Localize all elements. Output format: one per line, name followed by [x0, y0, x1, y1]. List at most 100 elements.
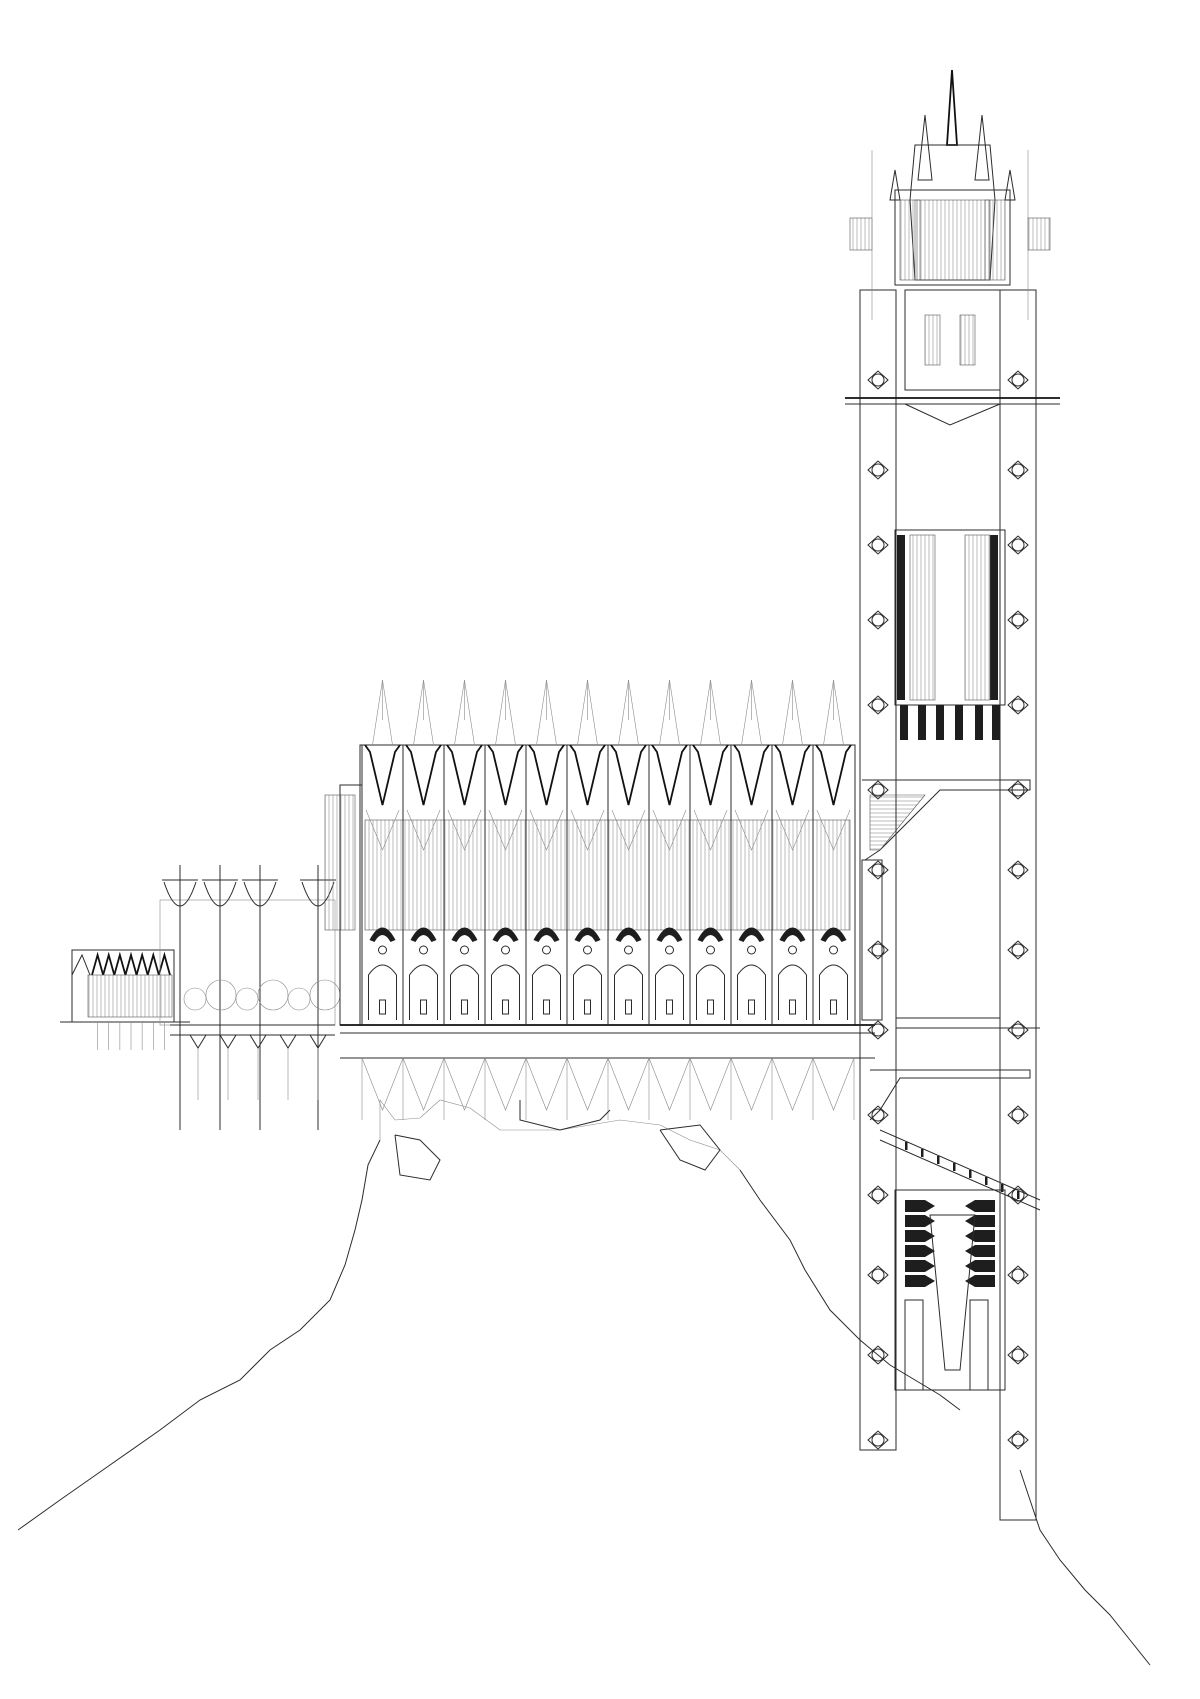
pylon-node-brace [1007, 780, 1029, 800]
undercroft-strut [443, 1057, 486, 1111]
pylon-node [1011, 1108, 1025, 1122]
chapel-gable [113, 951, 127, 976]
garden-tree [309, 979, 341, 1011]
pylon-node-brace [867, 610, 889, 630]
person-figure [937, 1156, 940, 1164]
undercroft-strut [361, 1057, 404, 1111]
pylon-node [871, 1268, 885, 1282]
pylon-node-brace [867, 940, 889, 960]
undercroft-strut [607, 1057, 650, 1111]
pylon-node [1011, 613, 1025, 627]
stacked-module [965, 1245, 995, 1257]
pylon-node-brace [867, 535, 889, 555]
undercroft-strut [525, 1057, 568, 1111]
undercroft-strut [648, 1057, 691, 1111]
pylon-node-brace [867, 780, 889, 800]
pylon-node-brace [1007, 460, 1029, 480]
garden-bracket [249, 1034, 267, 1049]
nave-bay [730, 679, 770, 1025]
pylon-node [1011, 943, 1025, 957]
person-figure [985, 1177, 988, 1185]
pylon-node-brace [1007, 860, 1029, 880]
pylon-node [871, 698, 885, 712]
nave-bay [689, 679, 729, 1025]
pylon-node-brace [1007, 1020, 1029, 1040]
shaft-car [955, 705, 963, 740]
nave-bay [402, 679, 442, 1025]
chapel-gable [124, 951, 138, 976]
chapel-gable [146, 951, 160, 976]
stacked-module [905, 1275, 935, 1287]
pylon-node-brace [867, 1105, 889, 1125]
undercroft-strut [730, 1057, 773, 1111]
mast-sail [203, 881, 237, 907]
garden-terrace [159, 865, 341, 1130]
pylon-node [1011, 1188, 1025, 1202]
pylon-node [871, 1023, 885, 1037]
garden-tree [257, 979, 289, 1011]
main-nave [324, 679, 875, 1181]
pylon-node [871, 463, 885, 477]
pylon-node-brace [1007, 1265, 1029, 1285]
shaft-car [918, 705, 926, 740]
pylon-node-brace [867, 1430, 889, 1450]
person-figure [953, 1163, 956, 1171]
pylon-node [871, 863, 885, 877]
garden-tree [235, 987, 259, 1011]
pylon-node-brace [1007, 695, 1029, 715]
tower [845, 69, 1060, 1521]
stacked-module [905, 1200, 935, 1212]
undercroft-strut [566, 1057, 609, 1111]
person-figure [905, 1142, 908, 1150]
chapel-gable [135, 951, 149, 976]
stacked-module [965, 1260, 995, 1272]
nave-bay [525, 679, 565, 1025]
shaft-car [975, 705, 983, 740]
stacked-module [905, 1215, 935, 1227]
pylon-node-brace [867, 695, 889, 715]
mast-sail [243, 881, 277, 907]
pylon-node-brace [867, 860, 889, 880]
garden-tree [205, 979, 237, 1011]
pylon-node [1011, 698, 1025, 712]
pylon-node-brace [867, 460, 889, 480]
pylon-node-brace [1007, 1105, 1029, 1125]
undercroft-strut [689, 1057, 732, 1111]
pylon-node-brace [1007, 370, 1029, 390]
person-figure [969, 1170, 972, 1178]
nave-bay [771, 679, 811, 1025]
chapel-gable [102, 951, 116, 976]
pylon-node [871, 373, 885, 387]
pylon-node-brace [1007, 1185, 1029, 1205]
undercroft-strut [484, 1057, 527, 1111]
pylon-node [871, 1348, 885, 1362]
nave-bay [484, 679, 524, 1025]
pylon-node [871, 1188, 885, 1202]
pylon-node [871, 1108, 885, 1122]
pylon-node [1011, 1433, 1025, 1447]
pylon-node [1011, 1023, 1025, 1037]
garden-tree [183, 987, 207, 1011]
undercroft-strut [771, 1057, 814, 1111]
pylon-node [871, 783, 885, 797]
pylon-node [1011, 863, 1025, 877]
pylon-node-brace [867, 1265, 889, 1285]
pylon-node [871, 538, 885, 552]
pylon-node-brace [1007, 535, 1029, 555]
garden-bracket [189, 1034, 207, 1049]
person-figure [1017, 1191, 1020, 1199]
pylon-node-brace [867, 1185, 889, 1205]
stacked-module [965, 1275, 995, 1287]
pylon-node-brace [867, 1020, 889, 1040]
garden-tree [287, 987, 311, 1011]
pylon-node [1011, 1268, 1025, 1282]
pylon-node [871, 613, 885, 627]
mast-sail [163, 881, 197, 907]
person-figure [921, 1149, 924, 1157]
pylon-node-brace [867, 1345, 889, 1365]
nave-bay [607, 679, 647, 1025]
pylon-node-brace [1007, 610, 1029, 630]
chapel-gable [157, 951, 171, 976]
terrain-profile [17, 1099, 1151, 1666]
